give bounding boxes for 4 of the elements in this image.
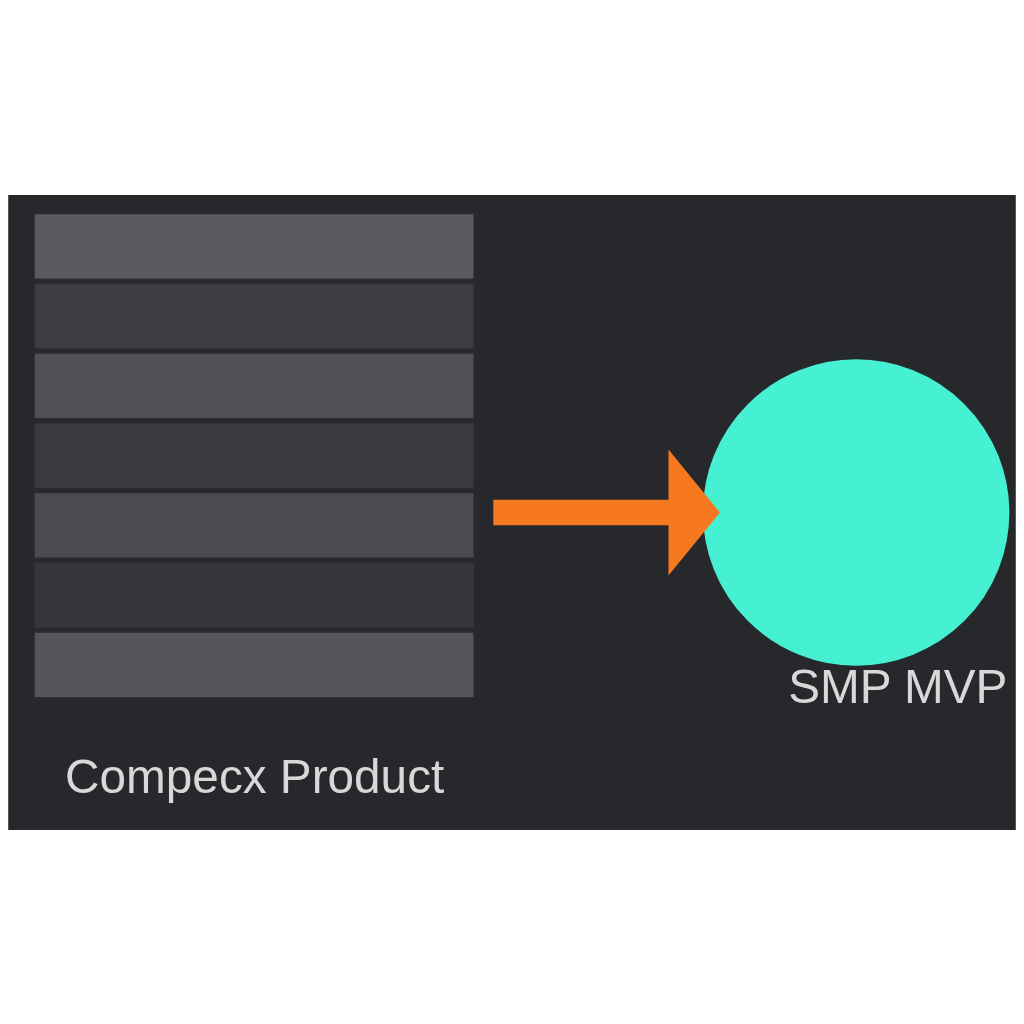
arrow [493, 449, 720, 576]
node-label: SMP MVP [788, 659, 1008, 713]
node-label: Compecx Product [65, 749, 445, 803]
node-circle [702, 358, 1010, 666]
